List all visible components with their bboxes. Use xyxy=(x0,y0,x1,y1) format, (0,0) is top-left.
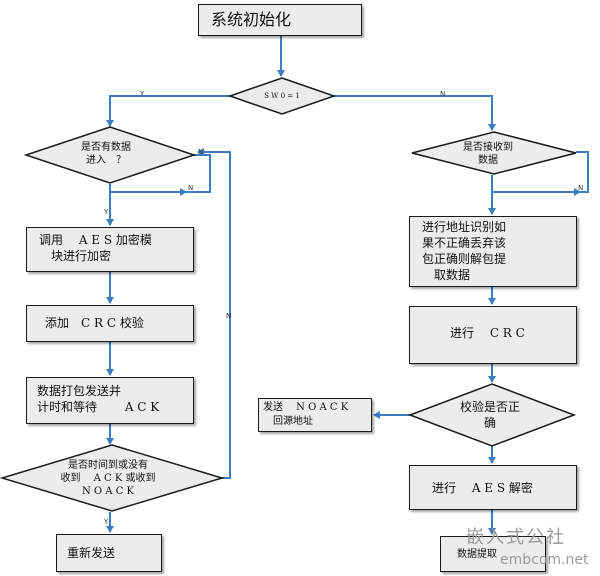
has-data-yes-label: Y xyxy=(104,208,109,216)
received-line-2: 数据 xyxy=(478,155,498,166)
addr-check-line-2: 果不正确丢弃该 xyxy=(422,236,507,250)
aes-encrypt-box: 调用 A E S 加密模 块进行加密 xyxy=(26,227,194,272)
extract-label: 数据提取 xyxy=(457,549,497,560)
sw-no-label: N xyxy=(440,90,446,98)
timeout-yes-label: Y xyxy=(104,518,109,526)
arrow-timeout-no-loop xyxy=(197,148,231,479)
pack-send-line-2: 计时和等待 A C K xyxy=(37,400,160,414)
received-text: 是否接收到 数据 xyxy=(436,141,540,167)
watermark-url: embcom.net xyxy=(500,552,589,568)
timeout-no-label: N xyxy=(226,312,232,320)
aes-decrypt-box: 进行 A E S 解密 xyxy=(409,465,577,510)
pack-send-line-1: 数据打包发送并 xyxy=(37,384,122,398)
timeout-line-3: N O A C K xyxy=(81,486,134,497)
arrow-sw-no-to-received xyxy=(332,95,496,131)
received-line-1: 是否接收到 xyxy=(463,142,513,153)
timeout-line-1: 是否时间到或没有 xyxy=(68,460,148,471)
aes-encrypt-line-1: 调用 A E S 加密模 xyxy=(39,233,152,247)
resend-box: 重新发送 xyxy=(56,534,162,572)
has-data-line-1: 是否有数据 xyxy=(81,142,131,153)
crc-label: 进行 C R C xyxy=(450,326,525,340)
has-data-line-2: 进入 ？ xyxy=(86,155,126,166)
has-data-text: 是否有数据 进入 ？ xyxy=(50,141,162,167)
has-data-loop-no-label: N xyxy=(188,184,194,192)
add-crc-box: 添加 C R C 校验 xyxy=(26,305,194,342)
check-text: 校验是否正 确 xyxy=(440,399,540,431)
aes-decrypt-label: 进行 A E S 解密 xyxy=(432,481,533,495)
addr-check-box: 进行地址识别如 果不正确丢弃该 包正确则解包提 取数据 xyxy=(409,216,577,287)
check-decision-diamond xyxy=(407,383,577,447)
check-line-2: 确 xyxy=(483,416,496,430)
aes-encrypt-line-2: 块进行加密 xyxy=(39,249,112,263)
send-noack-box: 发送 N O A C K 回源地址 xyxy=(258,398,372,432)
timeout-decision-diamond xyxy=(0,444,225,512)
timeout-text: 是否时间到或没有 收到 A C K 或收到 N O A C K xyxy=(30,459,186,498)
addr-check-line-1: 进行地址识别如 xyxy=(422,220,507,234)
watermark-title: 嵌入式公社 xyxy=(466,527,566,548)
received-no-label: N xyxy=(578,184,584,192)
has-data-decision-diamond xyxy=(23,126,197,184)
init-box: 系统初始化 xyxy=(198,4,362,36)
has-data-no-label: N xyxy=(198,148,204,156)
send-noack-line-1: 发送 N O A C K xyxy=(263,402,349,413)
send-noack-line-2: 回源地址 xyxy=(263,416,313,427)
init-label: 系统初始化 xyxy=(211,10,292,29)
addr-check-line-3: 包正确则解包提 xyxy=(422,252,507,266)
timeout-line-2: 收到 A C K 或收到 xyxy=(60,473,156,484)
sw-yes-label: Y xyxy=(140,90,145,98)
sw-label: S W 0 = 1 xyxy=(264,92,300,100)
addr-check-line-4: 取数据 xyxy=(422,268,471,282)
pack-send-box: 数据打包发送并 计时和等待 A C K xyxy=(26,377,194,424)
add-crc-label: 添加 C R C 校验 xyxy=(45,316,144,330)
arrow-sw-yes-to-has-data xyxy=(106,95,232,127)
resend-label: 重新发送 xyxy=(67,546,116,560)
received-decision-diamond xyxy=(411,131,577,175)
extract-box: 数据提取 xyxy=(440,536,546,572)
sw-decision-diamond xyxy=(227,77,337,115)
check-line-1: 校验是否正 xyxy=(459,400,520,414)
crc-box: 进行 C R C xyxy=(409,306,577,364)
